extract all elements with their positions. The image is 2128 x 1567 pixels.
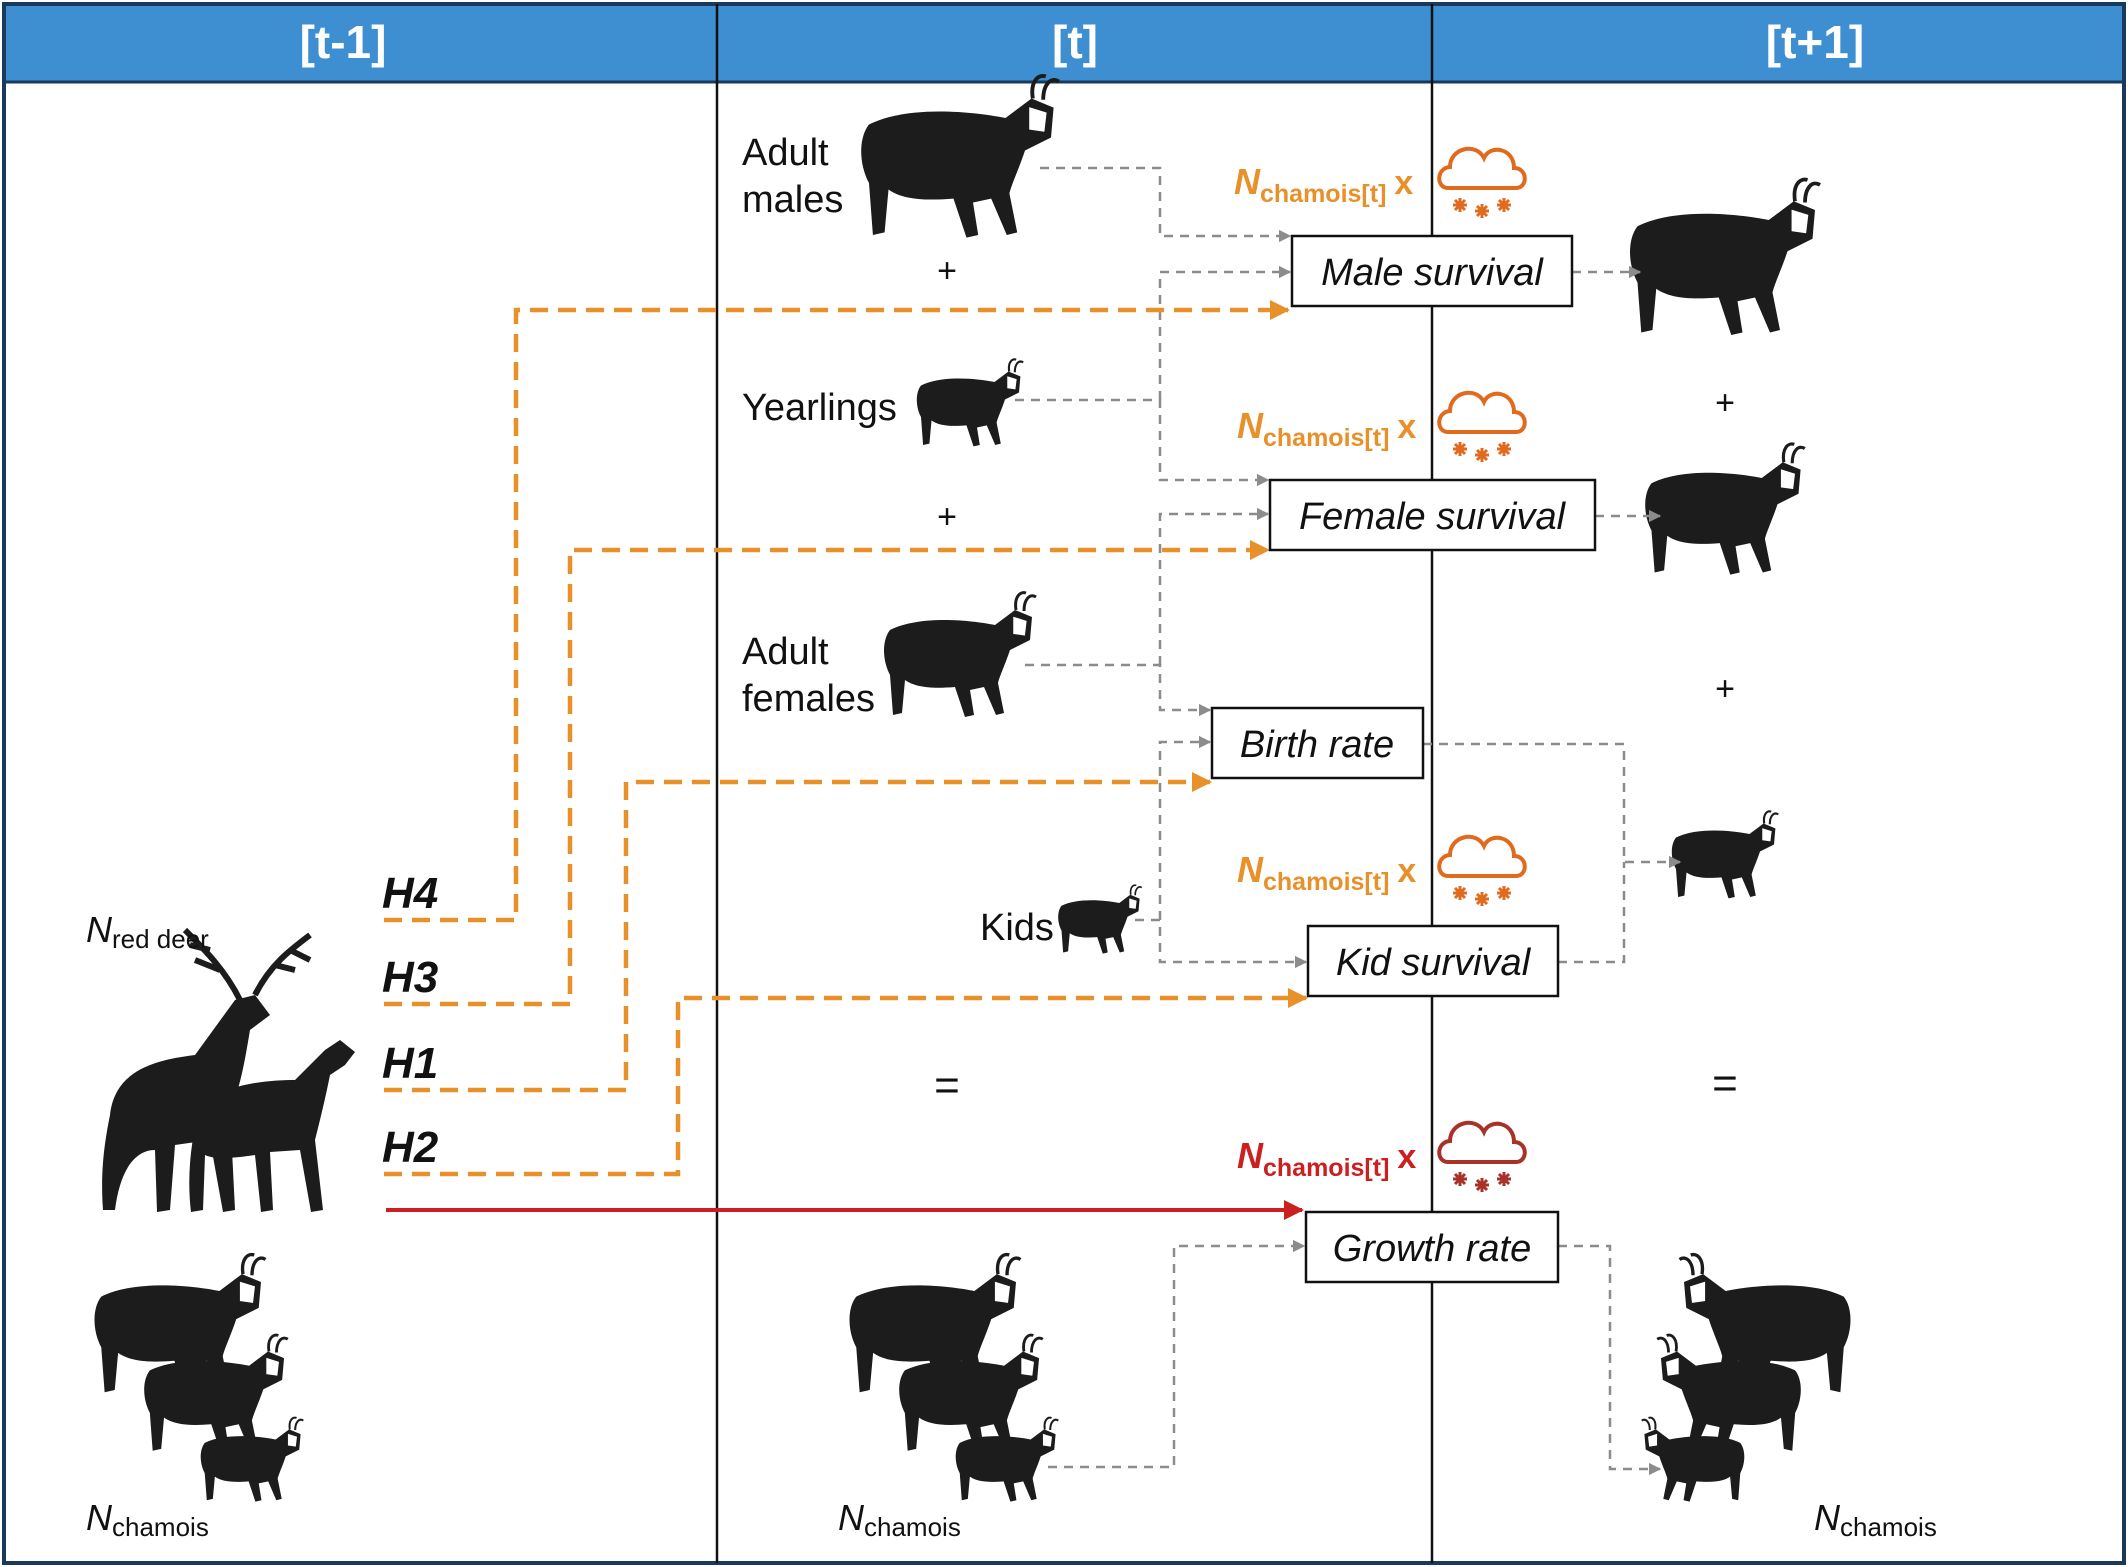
weather-term-male: Nchamois[t]x: [1234, 146, 1527, 220]
yearling-chamois-silhouette: [915, 358, 1025, 448]
female-survival-box: Female survival: [1268, 478, 1597, 552]
n-chamois-label-t-plus-1: Nchamois: [1814, 1497, 1937, 1542]
snow-cloud-icon: [1437, 146, 1527, 220]
plus-sign: +: [937, 498, 957, 536]
plus-sign: +: [1715, 670, 1735, 708]
weather-term-growth: Nchamois[t]x: [1237, 1120, 1527, 1194]
next-kid-chamois-silhouette: [1670, 810, 1780, 900]
hypothesis-arrows: [384, 299, 1309, 1177]
plus-sign: +: [1715, 384, 1735, 422]
next-female-chamois-silhouette: [1643, 442, 1807, 577]
svg-text:Nchamois[t]x: Nchamois[t]x: [1237, 1135, 1416, 1182]
label-adult-males-1: Adult: [742, 132, 829, 174]
next-male-chamois-silhouette: [1628, 177, 1822, 337]
adult-female-chamois-silhouette: [882, 591, 1038, 719]
weather-term-kid: Nchamois[t]x: [1237, 834, 1527, 908]
svg-text:Nchamois[t]x: Nchamois[t]x: [1234, 161, 1413, 208]
gray-flow-arrows: [1015, 166, 1682, 1476]
svg-text:Nchamois[t]x: Nchamois[t]x: [1237, 405, 1416, 452]
column-header-t-minus-1: [t-1]: [300, 16, 387, 68]
label-yearlings: Yearlings: [742, 387, 897, 429]
weather-term-female: Nchamois[t]x: [1237, 390, 1527, 464]
svg-text:Nred deer: Nred deer: [86, 909, 209, 954]
hypothesis-h3: H3: [382, 953, 438, 1002]
n-red-deer-label: Nred deer: [86, 909, 209, 954]
column-header-t-plus-1: [t+1]: [1766, 16, 1864, 68]
snow-cloud-icon: [1437, 1120, 1527, 1194]
growth-rate-box: Growth rate: [1304, 1210, 1560, 1284]
kid-survival-box: Kid survival: [1306, 924, 1560, 998]
n-chamois-label-t-minus-1: Nchamois: [86, 1497, 209, 1542]
svg-text:Kid survival: Kid survival: [1336, 942, 1532, 984]
birth-rate-box: Birth rate: [1210, 706, 1425, 780]
svg-text:Growth rate: Growth rate: [1333, 1228, 1532, 1270]
svg-text:Birth rate: Birth rate: [1240, 724, 1394, 766]
column-header-t: [t]: [1052, 16, 1098, 68]
equals-sign: =: [1712, 1059, 1738, 1108]
n-chamois-label-t: Nchamois: [838, 1497, 961, 1542]
svg-text:Male survival: Male survival: [1321, 252, 1544, 294]
svg-text:Nchamois: Nchamois: [838, 1497, 961, 1542]
adult-male-chamois-silhouette: [859, 73, 1061, 240]
svg-text:Nchamois: Nchamois: [1814, 1497, 1937, 1542]
svg-text:Nchamois[t]x: Nchamois[t]x: [1237, 849, 1416, 896]
plus-sign: +: [937, 252, 957, 290]
hypothesis-h1: H1: [382, 1039, 438, 1088]
svg-text:Nchamois: Nchamois: [86, 1497, 209, 1542]
chamois-group-t-plus-1: [1642, 1255, 1851, 1502]
kid-chamois-silhouette: [1057, 884, 1143, 955]
hypothesis-h2: H2: [382, 1123, 439, 1172]
header-bar: [4, 4, 2124, 82]
chamois-group-t-minus-1: [95, 1255, 304, 1502]
male-survival-box: Male survival: [1290, 234, 1574, 308]
red-deer-silhouette: [102, 927, 355, 1212]
hypothesis-h4: H4: [382, 869, 438, 918]
equals-sign: =: [934, 1061, 960, 1110]
snow-cloud-icon: [1437, 834, 1527, 908]
label-adult-females-2: females: [742, 678, 875, 720]
snow-cloud-icon: [1437, 390, 1527, 464]
chamois-group-t: [850, 1255, 1059, 1502]
label-kids: Kids: [980, 907, 1054, 949]
svg-text:Female survival: Female survival: [1299, 496, 1567, 538]
label-adult-males-2: males: [742, 179, 843, 221]
label-adult-females-1: Adult: [742, 631, 829, 673]
